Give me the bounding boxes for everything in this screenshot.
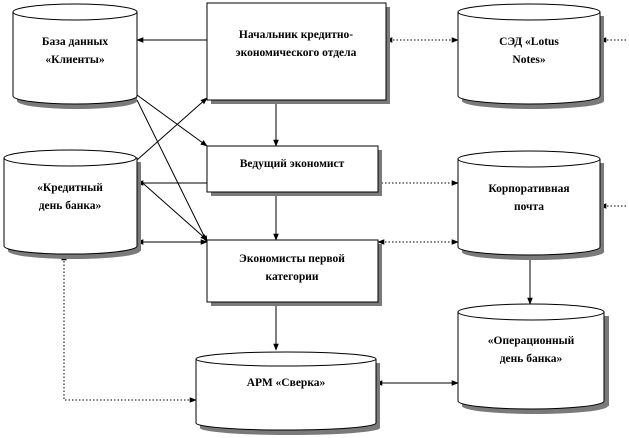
- corp-mail-line1: Корпоративная: [488, 183, 569, 195]
- op-day-line1: «Операционный: [488, 335, 575, 347]
- node-head: Начальник кредитно- экономического отдел…: [206, 2, 390, 104]
- node-sed: СЭД «Lotus Notes»: [457, 3, 604, 109]
- node-arm: АРМ «Сверка»: [195, 351, 380, 435]
- sed-line2: Notes»: [512, 54, 545, 66]
- arm-line1: АРМ «Сверка»: [247, 377, 326, 389]
- sed-line1: СЭД «Lotus: [499, 36, 559, 48]
- credit-day-line2: день банка»: [39, 200, 102, 212]
- edge-db-clients-to-econ1: [136, 99, 208, 243]
- edge-db-clients-to-lead: [136, 94, 208, 147]
- econ1-line2: категории: [266, 271, 319, 283]
- edge-credit-day-to-econ1: [136, 177, 208, 241]
- node-lead: Ведущий экономист: [206, 145, 382, 196]
- db-clients-line1: База данных: [42, 36, 108, 48]
- lead-line1: Ведущий экономист: [240, 158, 345, 170]
- node-credit-day: «Кредитный день банка»: [3, 149, 141, 259]
- db-clients-line2: «Клиенты»: [45, 54, 105, 66]
- node-corp-mail: Корпоративная почта: [457, 150, 604, 260]
- head-line2: экономического отдела: [236, 47, 357, 59]
- edge-credit-day-arm: [61, 253, 197, 403]
- edges: [61, 37, 627, 403]
- corp-mail-line2: почта: [514, 201, 544, 213]
- head-line1: Начальник кредитно-: [239, 29, 353, 41]
- op-day-line2: день банка»: [500, 353, 563, 365]
- node-econ1: Экономисты первой категории: [206, 239, 382, 306]
- node-db-clients: База данных «Клиенты»: [12, 3, 138, 109]
- node-op-day: «Операционный день банка»: [457, 303, 609, 414]
- edge-credit-day-to-head: [136, 97, 208, 161]
- econ1-line1: Экономисты первой: [239, 253, 345, 265]
- credit-day-line1: «Кредитный: [37, 182, 103, 194]
